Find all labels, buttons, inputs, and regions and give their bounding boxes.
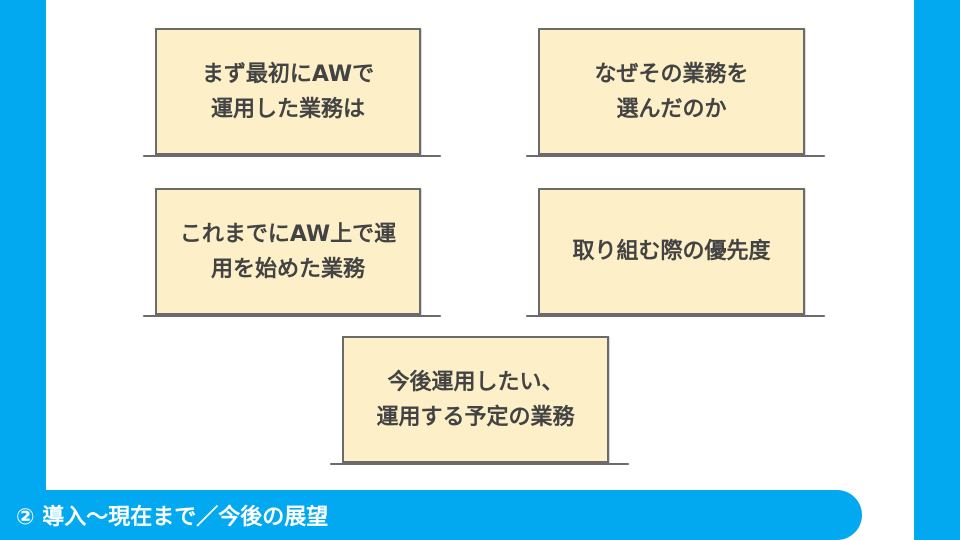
topic-card-why-chosen: なぜその業務を 選んだのか	[526, 28, 825, 157]
topic-card-future-business: 今後運用したい、 運用する予定の業務	[330, 336, 629, 465]
topic-card-text: なぜその業務を 選んだのか	[594, 61, 749, 122]
topic-card-text: 取り組む際の優先度	[572, 239, 771, 264]
topic-card-priority: 取り組む際の優先度	[526, 188, 825, 317]
topic-card-text: これまでにAW上で運 用を始めた業務	[179, 221, 397, 282]
section-title: ② 導入〜現在まで／今後の展望	[16, 505, 329, 530]
topic-card-text: まず最初にAWで 運用した業務は	[201, 61, 375, 122]
topic-card-started-business: これまでにAW上で運 用を始めた業務	[143, 188, 441, 317]
topic-card-text: 今後運用したい、 運用する予定の業務	[376, 369, 575, 430]
right-accent-bar	[914, 0, 960, 540]
section-footer-bar: ② 導入〜現在まで／今後の展望	[0, 490, 862, 540]
left-accent-bar	[0, 0, 46, 540]
topic-card-first-business: まず最初にAWで 運用した業務は	[143, 28, 441, 157]
